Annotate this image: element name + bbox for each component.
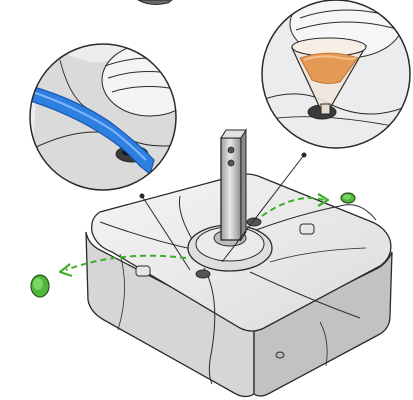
- left-fill-cap: [31, 275, 49, 297]
- cropped-top-element: [138, 0, 172, 4]
- sand-fill-detail-callout: [262, 0, 412, 148]
- base-fill-hole-left: [196, 270, 210, 278]
- base-fill-hole-right: [247, 218, 261, 226]
- umbrella-pole: [221, 130, 246, 240]
- water-fill-detail-callout: [14, 30, 200, 190]
- right-fill-cap: [341, 193, 355, 203]
